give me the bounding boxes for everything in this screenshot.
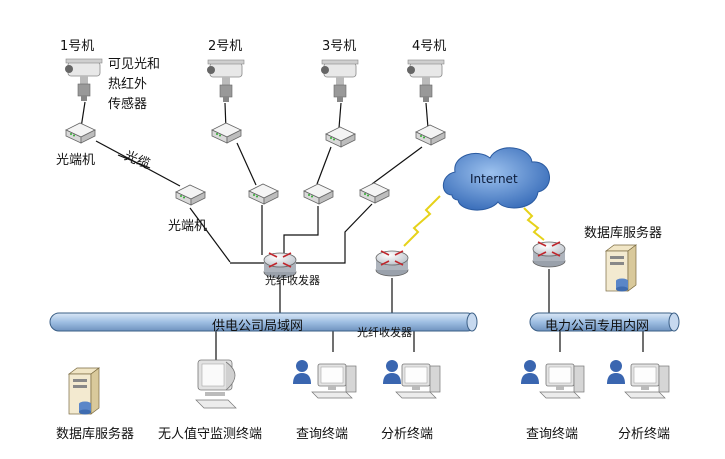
monitoring-terminal-icon [195,359,237,409]
monitoring-terminal-label: 无人值守监测终端 [158,427,263,442]
fiber-transceiver-2-icon [375,250,409,277]
query-terminal-2-user-icon [521,360,539,384]
camera-4-label: 4号机 [412,39,447,54]
camera-2-icon [206,59,245,103]
camera-3-icon [320,59,359,103]
optical-terminal-cam3-icon [325,126,356,148]
router-internet-icon [532,241,566,268]
lan-bus-label: 供电公司局域网 [212,319,304,334]
analysis-terminal-1-user-icon [383,360,401,384]
internet-cloud-icon [442,147,550,211]
optical-terminal-2-icon [175,184,206,206]
camera-2-label: 2号机 [208,39,243,54]
optical-terminal-3-icon [248,183,279,205]
internet-label: Internet [470,172,518,186]
wireless-link-2-icon [523,207,545,241]
db-server-bottom-icon [68,367,100,415]
camera-1-label: 1号机 [60,39,95,54]
optical-terminal-cam4-icon [415,124,446,146]
db-server-top-icon [605,244,637,292]
analysis-terminal-1-label: 分析终端 [381,427,434,442]
query-terminal-1-user-icon [293,360,311,384]
fiber-transceiver-1-label: 光纤收发器 [265,274,320,287]
query-terminal-1-pc-icon [311,363,357,399]
optical-terminal-1-label: 光端机 [56,153,96,168]
db-server-bottom-label: 数据库服务器 [56,427,135,442]
camera-1-sublabel-1: 可见光和 [108,57,161,72]
optical-terminal-5-icon [359,182,390,204]
optical-terminal-2-label: 光端机 [168,219,208,234]
query-terminal-2-pc-icon [539,363,585,399]
optical-terminal-4-icon [303,183,334,205]
analysis-terminal-2-pc-icon [624,363,670,399]
lan-bus [49,312,478,332]
cable-segment [117,154,151,169]
camera-1-icon [64,58,103,102]
analysis-terminal-2-user-icon [607,360,625,384]
query-terminal-2-label: 查询终端 [526,427,579,442]
camera-4-icon [406,59,445,103]
private-network-bus [529,312,680,332]
query-terminal-1-label: 查询终端 [296,427,349,442]
camera-3-label: 3号机 [322,39,357,54]
analysis-terminal-2-label: 分析终端 [618,427,671,442]
wireless-link-1-icon [403,195,441,247]
optical-terminal-cam2-icon [211,122,242,144]
camera-1-sublabel-2: 热红外 [108,77,148,92]
private-network-bus-label: 电力公司专用内网 [545,319,650,334]
db-server-top-label: 数据库服务器 [584,226,663,241]
analysis-terminal-1-pc-icon [395,363,441,399]
optical-terminal-1-icon [65,122,96,144]
fiber-transceiver-2-label: 光纤收发器 [357,326,412,339]
camera-1-sublabel-3: 传感器 [108,97,148,112]
